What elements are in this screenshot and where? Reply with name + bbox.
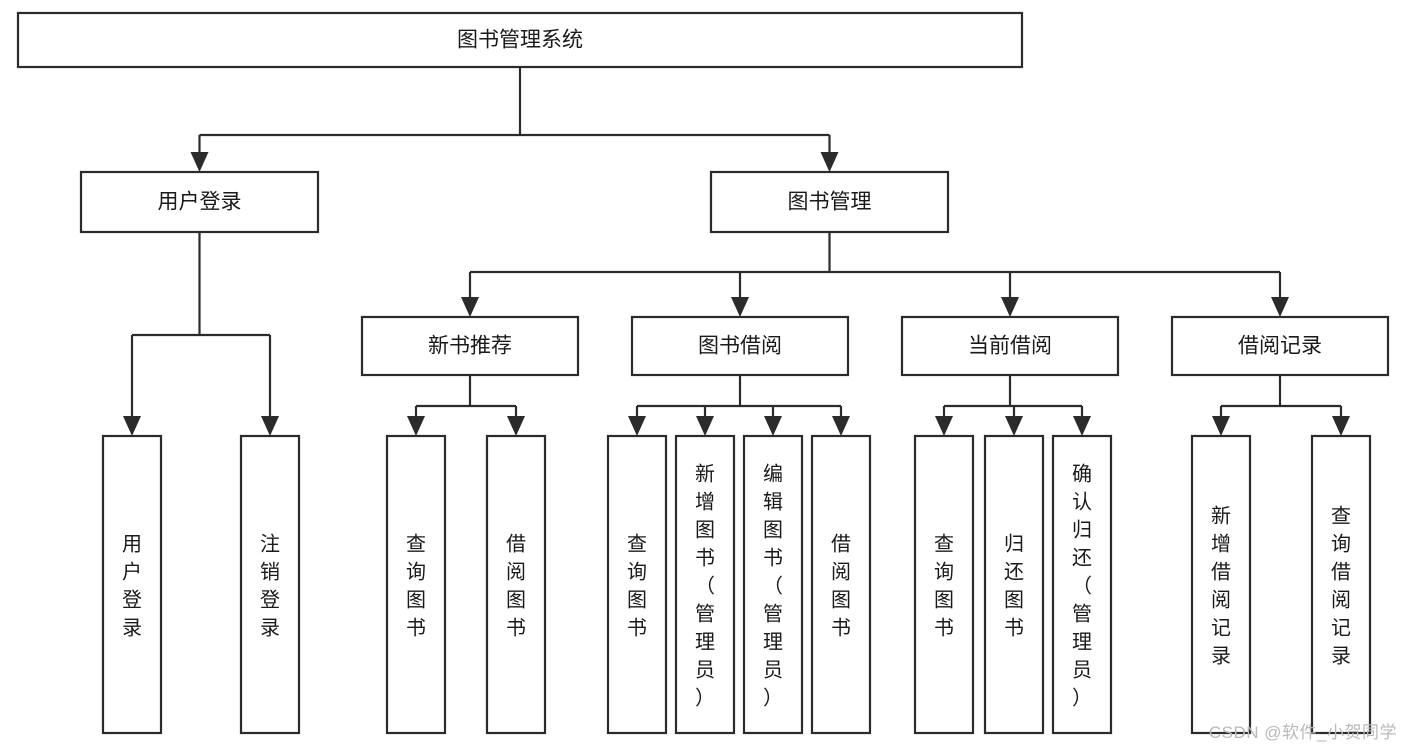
node-book-borrow[interactable]: 图书借阅 — [630, 315, 850, 377]
node-label-book-management: 图书管理 — [788, 191, 872, 214]
node-box-book-management[interactable] — [709, 170, 950, 234]
node-leaf-add-book-admin[interactable]: 新增图书（管理员） — [674, 434, 736, 735]
node-box-current-borrow[interactable] — [900, 315, 1120, 377]
arrow-head-icon — [696, 416, 714, 436]
arrow-head-icon — [764, 416, 782, 436]
node-label-book-borrow: 图书借阅 — [698, 335, 782, 358]
arrow-head-icon — [507, 416, 525, 436]
node-label-leaf-edit-book-admin: 编辑图书（管理员） — [763, 462, 783, 709]
node-leaf-borrow-books-recommend[interactable]: 借阅图书 — [485, 434, 547, 735]
node-box-leaf-query-books-current[interactable] — [913, 434, 975, 735]
node-leaf-logout[interactable]: 注销登录 — [239, 434, 301, 735]
arrow-head-icon — [1001, 297, 1019, 317]
node-leaf-query-books-current[interactable]: 查询图书 — [913, 434, 975, 735]
node-box-leaf-query-borrow-record[interactable] — [1310, 434, 1372, 735]
node-label-leaf-query-books-borrow: 查询图书 — [627, 532, 647, 639]
node-current-borrow[interactable]: 当前借阅 — [900, 315, 1120, 377]
node-label-user-login: 用户登录 — [158, 191, 242, 214]
node-layer: 图书管理系统用户登录图书管理新书推荐图书借阅当前借阅借阅记录用户登录注销登录查询… — [16, 11, 1390, 735]
node-label-leaf-logout: 注销登录 — [260, 532, 280, 639]
node-box-leaf-add-book-admin[interactable] — [674, 434, 736, 735]
arrow-head-icon — [123, 416, 141, 436]
node-box-root[interactable] — [16, 11, 1024, 69]
node-box-leaf-return-books[interactable] — [983, 434, 1045, 735]
node-label-leaf-borrow-books: 借阅图书 — [831, 532, 851, 639]
arrow-head-icon — [261, 416, 279, 436]
node-label-leaf-query-books-current: 查询图书 — [934, 532, 954, 639]
node-label-leaf-confirm-return-admin: 确认归还（管理员） — [1072, 462, 1092, 709]
node-borrow-records[interactable]: 借阅记录 — [1170, 315, 1390, 377]
node-leaf-user-login[interactable]: 用户登录 — [101, 434, 163, 735]
node-box-leaf-query-books-recommend[interactable] — [385, 434, 447, 735]
node-leaf-return-books[interactable]: 归还图书 — [983, 434, 1045, 735]
arrow-head-icon — [1005, 416, 1023, 436]
arrow-head-icon — [1332, 416, 1350, 436]
node-leaf-query-books-borrow[interactable]: 查询图书 — [606, 434, 668, 735]
node-box-leaf-query-books-borrow[interactable] — [606, 434, 668, 735]
node-box-leaf-borrow-books[interactable] — [810, 434, 872, 735]
node-box-leaf-add-borrow-record[interactable] — [1190, 434, 1252, 735]
node-user-login[interactable]: 用户登录 — [79, 170, 320, 234]
arrow-head-icon — [731, 297, 749, 317]
node-label-leaf-query-books-recommend: 查询图书 — [406, 532, 426, 639]
node-leaf-edit-book-admin[interactable]: 编辑图书（管理员） — [742, 434, 804, 735]
node-book-management[interactable]: 图书管理 — [709, 170, 950, 234]
node-leaf-borrow-books[interactable]: 借阅图书 — [810, 434, 872, 735]
node-label-root: 图书管理系统 — [457, 29, 583, 52]
connector-layer — [123, 67, 1350, 436]
arrow-head-icon — [832, 416, 850, 436]
node-new-book-recommend[interactable]: 新书推荐 — [360, 315, 580, 377]
node-label-current-borrow: 当前借阅 — [968, 335, 1052, 358]
arrow-head-icon — [407, 416, 425, 436]
node-label-new-book-recommend: 新书推荐 — [428, 335, 512, 358]
node-box-user-login[interactable] — [79, 170, 320, 234]
arrow-head-icon — [1212, 416, 1230, 436]
arrow-head-icon — [820, 152, 839, 172]
node-label-borrow-records: 借阅记录 — [1238, 335, 1322, 358]
node-root[interactable]: 图书管理系统 — [16, 11, 1024, 69]
arrow-head-icon — [628, 416, 646, 436]
node-label-leaf-return-books: 归还图书 — [1004, 532, 1024, 639]
arrow-head-icon — [461, 297, 479, 317]
arrow-head-icon — [1271, 297, 1289, 317]
arrow-head-icon — [190, 152, 209, 172]
node-box-leaf-logout[interactable] — [239, 434, 301, 735]
node-leaf-add-borrow-record[interactable]: 新增借阅记录 — [1190, 434, 1252, 735]
arrow-head-icon — [1073, 416, 1091, 436]
node-box-borrow-records[interactable] — [1170, 315, 1390, 377]
node-box-book-borrow[interactable] — [630, 315, 850, 377]
node-box-leaf-edit-book-admin[interactable] — [742, 434, 804, 735]
node-box-new-book-recommend[interactable] — [360, 315, 580, 377]
node-box-leaf-confirm-return-admin[interactable] — [1051, 434, 1113, 735]
node-label-leaf-borrow-books-recommend: 借阅图书 — [506, 532, 526, 639]
node-leaf-query-borrow-record[interactable]: 查询借阅记录 — [1310, 434, 1372, 735]
node-label-leaf-query-borrow-record: 查询借阅记录 — [1331, 504, 1351, 667]
csdn-watermark: CSDN @软件_小贺同学 — [1208, 723, 1397, 742]
arrow-head-icon — [935, 416, 953, 436]
node-box-leaf-borrow-books-recommend[interactable] — [485, 434, 547, 735]
node-label-leaf-add-book-admin: 新增图书（管理员） — [695, 462, 715, 709]
node-leaf-query-books-recommend[interactable]: 查询图书 — [385, 434, 447, 735]
node-label-leaf-user-login: 用户登录 — [122, 533, 142, 639]
node-leaf-confirm-return-admin[interactable]: 确认归还（管理员） — [1051, 434, 1113, 735]
node-label-leaf-add-borrow-record: 新增借阅记录 — [1211, 504, 1231, 667]
node-box-leaf-user-login[interactable] — [101, 434, 163, 735]
